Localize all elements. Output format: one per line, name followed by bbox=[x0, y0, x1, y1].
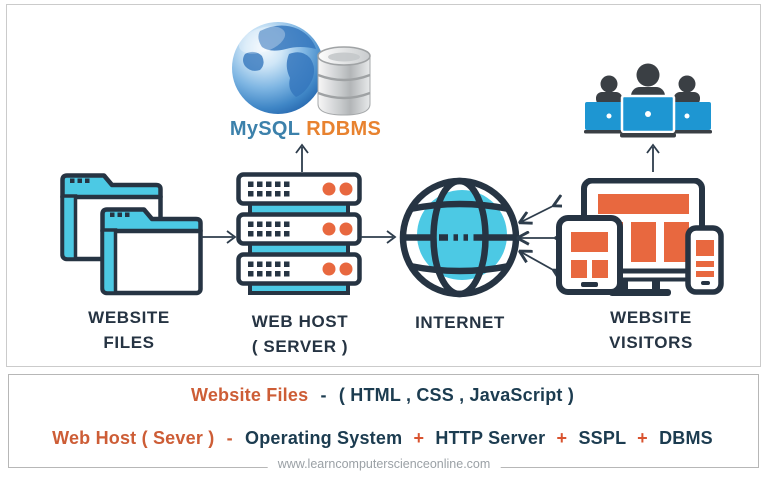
legend-separator-1: - bbox=[320, 385, 327, 405]
mysql-database-graphic bbox=[228, 20, 373, 122]
legend-plus-2: + bbox=[556, 428, 568, 448]
server-icon bbox=[236, 172, 362, 296]
legend-term-web-host: Web Host ( Sever ) bbox=[52, 428, 215, 448]
label-internet: INTERNET bbox=[415, 313, 505, 332]
label-website-files: WEBSITE FILES bbox=[88, 308, 170, 352]
earth-globe-icon bbox=[232, 22, 324, 114]
watermark-url: www.learncomputerscienceonline.com bbox=[267, 457, 501, 471]
devices-icon bbox=[556, 178, 724, 296]
label-website-visitors: WEBSITE VISITORS bbox=[609, 308, 693, 352]
mysql-text: MySQL bbox=[229, 118, 301, 140]
legend-line-web-host: Web Host ( Sever ) - Operating System + … bbox=[8, 428, 757, 449]
legend-plus-1: + bbox=[413, 428, 425, 448]
legend-separator-2: - bbox=[226, 428, 233, 448]
arrow-files-to-host-icon bbox=[200, 229, 238, 245]
legend-part-os: Operating System bbox=[245, 428, 403, 448]
legend-part-sspl: SSPL bbox=[578, 428, 626, 448]
legend-part-dbms: DBMS bbox=[659, 428, 713, 448]
arrow-host-to-database-icon bbox=[294, 142, 310, 174]
legend-plus-3: + bbox=[637, 428, 648, 448]
label-web-host: WEB HOST ( SERVER ) bbox=[251, 312, 349, 356]
legend-panel bbox=[8, 374, 759, 468]
globe-wireframe-icon bbox=[396, 174, 523, 301]
legend-definition-website-files: ( HTML , CSS , JavaScript ) bbox=[338, 385, 575, 405]
people-laptops-icon bbox=[584, 60, 712, 144]
rdbms-text: RDBMS bbox=[306, 118, 382, 140]
database-icon bbox=[317, 46, 371, 116]
arrows-internet-visitors-icon bbox=[514, 194, 562, 282]
legend-part-http: HTTP Server bbox=[435, 428, 546, 448]
arrow-host-to-internet-icon bbox=[360, 229, 398, 245]
folders-icon bbox=[56, 168, 206, 300]
legend-term-website-files: Website Files bbox=[190, 385, 309, 405]
arrow-visitors-to-people-icon bbox=[645, 142, 661, 174]
legend-line-website-files: Website Files - ( HTML , CSS , JavaScrip… bbox=[8, 385, 757, 406]
